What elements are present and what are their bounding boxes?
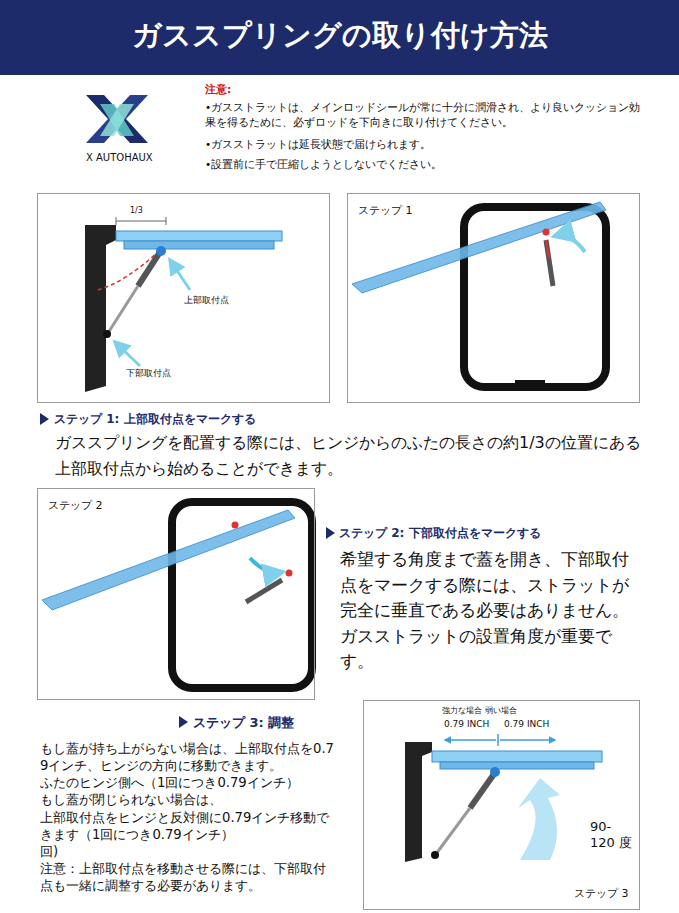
panel-label: ステップ 1 [358, 203, 413, 218]
panel-label: 強力な場合 弱い場合 [442, 705, 517, 716]
text-label: ステップ 3: 調整 [193, 714, 333, 732]
illustration-panel: ステップ 2 [37, 488, 315, 700]
text-column: もし蓋が持ち上がらない場合は、上部取付点を0.79インチ、ヒンジの方向に移動でき… [40, 740, 334, 894]
text-label: ステップ 2: 下部取付点をマークする [339, 525, 639, 541]
illustration-panel: ステップ 1 [347, 193, 640, 403]
text-label: X AUTOHAUX [86, 151, 196, 165]
panel-label: 0.79 INCH [504, 719, 549, 729]
panel-label: 0.79 INCH [444, 719, 489, 729]
panel-label: 上部取付点 [184, 294, 229, 307]
text-label: もし蓋が閉じられない場合は、 [40, 791, 334, 808]
text-column: 注意: •ガスストラットは、メインロッドシールが常に十分に潤滑され、より良いクッシ… [205, 82, 650, 171]
text-label: ステップ 1: 上部取付点をマークする [54, 411, 534, 427]
panel-label: ステップ 3 [574, 886, 629, 901]
text-label: •設置前に手で圧縮しようとしないでください。 [205, 157, 650, 171]
text-label: ふたのヒンジ側へ（1回につき0.79インチ） [40, 774, 334, 791]
panel-label: 下部取付点 [126, 367, 171, 380]
illustration-panel: 1/3 上部取付点下部取付点 [37, 193, 330, 403]
panel-label: 1/3 [130, 206, 143, 215]
text-label: 注意: [205, 82, 650, 96]
text-label: 注意：上部取付点を移動させる際には、下部取付点も一緒に調整する必要があります。 [40, 860, 334, 894]
text-label: ガススプリングを配置する際には、ヒンジからのふたの長さの約1/3の位置にある上部… [55, 430, 645, 481]
text-label: 希望する角度まで蓋を開き、下部取付点をマークする際には、ストラットが完全に垂直で… [340, 547, 642, 675]
text-label: もし蓋が持ち上がらない場合は、上部取付点を0.79インチ、ヒンジの方向に移動でき… [40, 740, 334, 774]
illustration-panel: 強力な場合 弱い場合 0.79 INCH 0.79 INCH 90-120 度ステップ… [363, 700, 640, 910]
page-title: ガススプリングの取り付け方法 [0, 16, 679, 56]
text-label: •ガスストラットは延長状態で届けられます。 [205, 137, 650, 151]
panel-label: 90-120 度 [590, 819, 636, 850]
text-label: •ガスストラットは、メインロッドシールが常に十分に潤滑され、より良いクッション効… [205, 100, 650, 130]
text-label: 回) [40, 843, 334, 860]
text-label: 上部取付点をヒンジと反対側に0.79インチ移動できます（1回につき0.79インチ… [40, 809, 334, 843]
panel-label: ステップ 2 [48, 498, 103, 513]
